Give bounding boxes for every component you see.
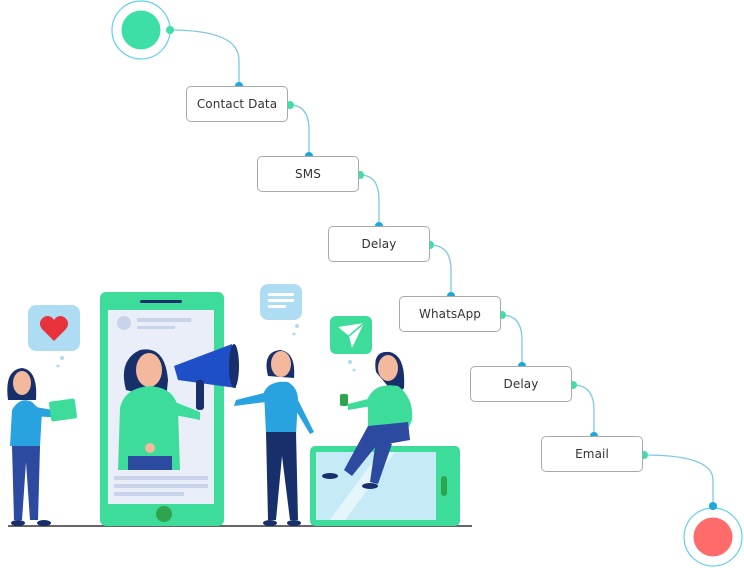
standing-woman: [234, 350, 314, 526]
flow-node-email[interactable]: Email: [541, 436, 643, 472]
sitting-woman: [322, 351, 413, 489]
end-node: [683, 507, 743, 567]
send-icon: [330, 316, 372, 372]
tablet-woman: [7, 368, 78, 526]
flow-node-label: SMS: [295, 167, 321, 181]
heart-icon: [39, 316, 69, 341]
flow-node-sms[interactable]: SMS: [257, 156, 359, 192]
flow-node-contact-data[interactable]: Contact Data: [186, 86, 288, 122]
flow-node-label: Contact Data: [196, 97, 278, 111]
flow-node-label: Delay: [503, 377, 539, 391]
flow-node-label: Email: [575, 447, 609, 461]
megaphone-woman: [118, 349, 200, 470]
flow-node-delay-1[interactable]: Delay: [328, 226, 430, 262]
megaphone-icon: [174, 344, 239, 410]
flow-node-label: Delay: [361, 237, 397, 251]
start-node: [111, 0, 171, 60]
chat-bubble-icon: [260, 284, 302, 336]
flow-node-whatsapp[interactable]: WhatsApp: [399, 296, 501, 332]
flow-node-label: WhatsApp: [418, 307, 482, 321]
flow-node-delay-2[interactable]: Delay: [470, 366, 572, 402]
